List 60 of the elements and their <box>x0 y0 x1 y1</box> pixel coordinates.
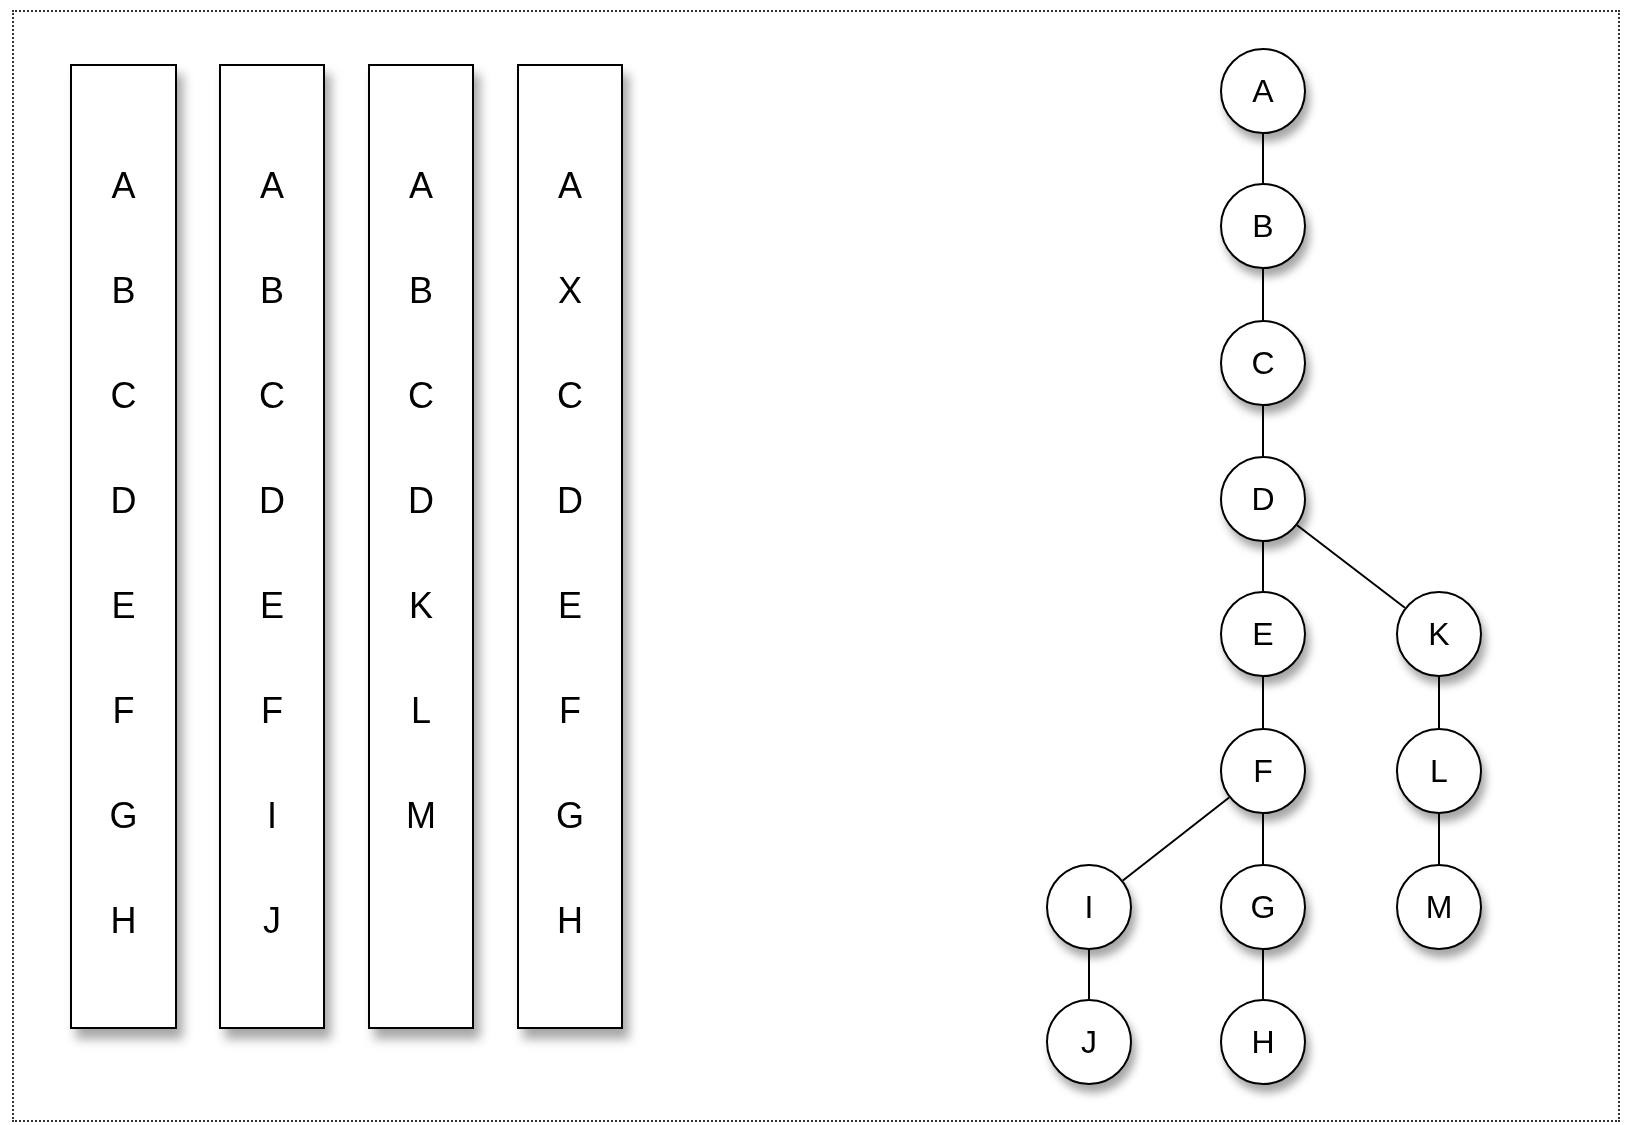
connector-line <box>1262 541 1264 592</box>
column-box <box>517 64 623 1029</box>
connector-line <box>1438 676 1440 729</box>
letter-label: A <box>409 166 433 206</box>
letter-label: A <box>558 166 582 206</box>
letter-label: X <box>558 271 582 311</box>
letter-label: C <box>110 376 137 416</box>
node-label: F <box>1253 753 1273 789</box>
letter-label: C <box>557 376 583 416</box>
letter-label: B <box>111 271 136 311</box>
node-label: L <box>1430 753 1448 789</box>
letter-label: E <box>111 586 136 626</box>
node-label: C <box>1251 345 1275 381</box>
letter-label: D <box>408 481 434 521</box>
letter-label: F <box>112 691 135 731</box>
letter-label: H <box>110 901 137 941</box>
connector-line <box>1088 949 1090 1000</box>
letter-label: G <box>556 796 584 836</box>
letter-label: H <box>557 901 583 941</box>
node-label: H <box>1251 1024 1275 1060</box>
letter-label: B <box>409 271 433 311</box>
node-label: A <box>1252 73 1274 109</box>
letter-label: F <box>559 691 581 731</box>
letter-label: K <box>409 586 433 626</box>
letter-label: G <box>109 796 138 836</box>
column-box <box>70 64 177 1029</box>
letter-label: I <box>267 796 277 836</box>
connector-line <box>1262 133 1264 184</box>
letter-label: A <box>260 166 284 206</box>
letter-label: D <box>110 481 137 521</box>
node-label: J <box>1081 1024 1097 1060</box>
letter-label: B <box>260 271 284 311</box>
connector-line <box>1262 949 1264 1000</box>
connector-line <box>1438 813 1440 865</box>
connector-line <box>1262 405 1264 457</box>
column-box <box>219 64 325 1029</box>
letter-label: M <box>406 796 436 836</box>
node-label: M <box>1425 889 1453 925</box>
letter-label: D <box>259 481 285 521</box>
node-label: B <box>1252 208 1274 244</box>
letter-label: E <box>558 586 582 626</box>
letter-label: A <box>111 166 136 206</box>
node-label: E <box>1252 616 1274 652</box>
letter-label: D <box>557 481 583 521</box>
node-label: D <box>1251 481 1275 517</box>
letter-label: E <box>260 586 284 626</box>
node-label: I <box>1084 889 1094 925</box>
node-label: K <box>1428 616 1450 652</box>
connector-line <box>1262 676 1264 729</box>
connector-line <box>1262 268 1264 321</box>
letter-label: C <box>259 376 285 416</box>
letter-label: J <box>263 901 281 941</box>
connector-line <box>1262 813 1264 865</box>
letter-label: C <box>408 376 434 416</box>
connector-line <box>1121 796 1231 882</box>
connector-line <box>1296 524 1406 609</box>
column-box <box>368 64 474 1029</box>
letter-label: L <box>411 691 431 731</box>
node-label: G <box>1250 889 1276 925</box>
letter-label: F <box>261 691 283 731</box>
